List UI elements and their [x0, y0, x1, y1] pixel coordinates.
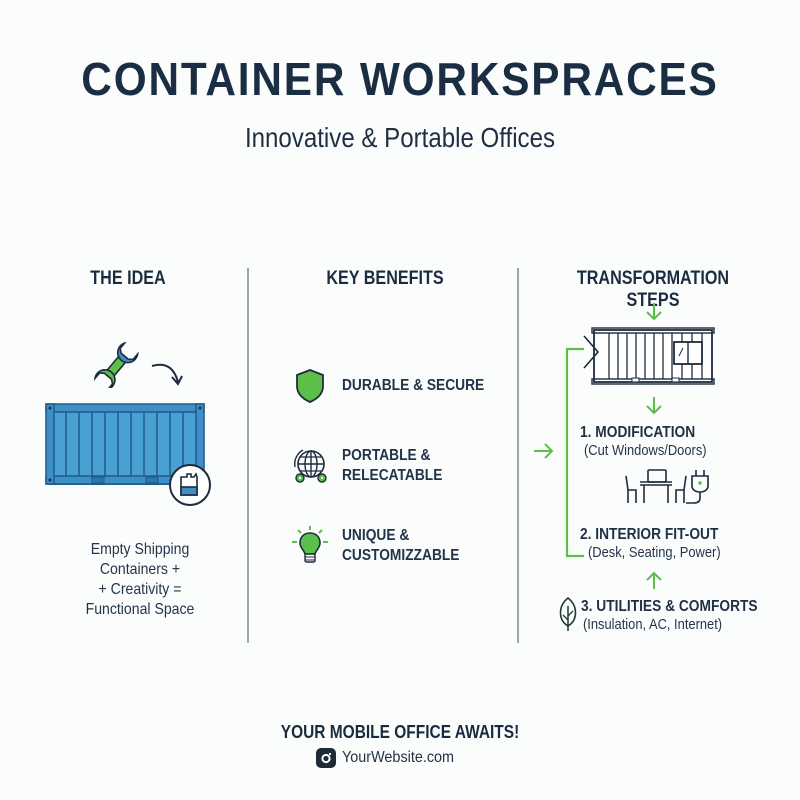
shield-icon — [296, 369, 324, 403]
page-subtitle: Innovative & Portable Offices — [244, 122, 556, 153]
paint-brush-badge-icon — [169, 464, 211, 506]
arrow-down-icon — [646, 303, 662, 321]
step-subtitle: (Cut Windows/Doors) — [584, 442, 707, 459]
step-subtitle: (Insulation, AC, Internet) — [583, 616, 723, 633]
idea-description: Empty Shipping Containers + + Creativity… — [85, 541, 195, 618]
page-title: CONTAINER WORKSPRACES — [81, 53, 719, 105]
step-title: 2. INTERIOR FIT-OUT — [580, 526, 719, 543]
step-item-1: 1. MODIFICATION (Cut Windows/Doors) — [580, 424, 727, 459]
arrow-down-icon — [646, 397, 662, 415]
step-item-2: 2. INTERIOR FIT-OUT (Desk, Seating, Powe… — [580, 526, 742, 561]
benefit-label: UNIQUE & CUSTOMIZZABLE — [342, 527, 460, 564]
arrow-up-icon — [646, 571, 662, 589]
website-link[interactable]: YourWebsite.com — [316, 748, 467, 768]
process-bracket — [565, 347, 584, 558]
idea-heading: THE IDEA — [90, 268, 166, 289]
column-divider-right — [517, 268, 519, 643]
website-text[interactable]: YourWebsite.com — [342, 749, 455, 766]
desk-chairs-plug-icon — [625, 469, 709, 504]
benefit-label: DURABLE & SECURE — [342, 377, 485, 394]
arrow-right-icon — [534, 443, 554, 459]
globe-wheels-icon — [294, 449, 327, 483]
benefits-heading: KEY BENEFITS — [326, 268, 444, 289]
container-outline-icon — [583, 327, 715, 385]
benefit-item-unique: UNIQUE & CUSTOMIZZABLE — [290, 526, 479, 566]
step-title: 3. UTILITIES & COMFORTS — [581, 598, 758, 615]
instagram-icon — [316, 748, 336, 768]
wrench-icon — [93, 342, 139, 388]
benefit-item-portable: PORTABLE & RELECATABLE — [290, 446, 459, 486]
benefit-label: PORTABLE & RELECATABLE — [342, 447, 443, 484]
step-title: 1. MODIFICATION — [580, 424, 696, 441]
benefit-item-durable: DURABLE & SECURE — [290, 366, 507, 406]
step-item-3: 3. UTILITIES & COMFORTS (Insulation, AC,… — [581, 598, 786, 633]
steps-heading: TRANSFORMATION STEPS — [576, 268, 730, 311]
step-subtitle: (Desk, Seating, Power) — [588, 544, 721, 561]
curved-arrow-icon — [151, 363, 183, 386]
leaf-icon — [559, 596, 577, 631]
column-divider-left — [247, 268, 249, 643]
lightbulb-icon — [292, 526, 328, 563]
footer-cta: YOUR MOBILE OFFICE AWAITS! — [280, 722, 520, 742]
